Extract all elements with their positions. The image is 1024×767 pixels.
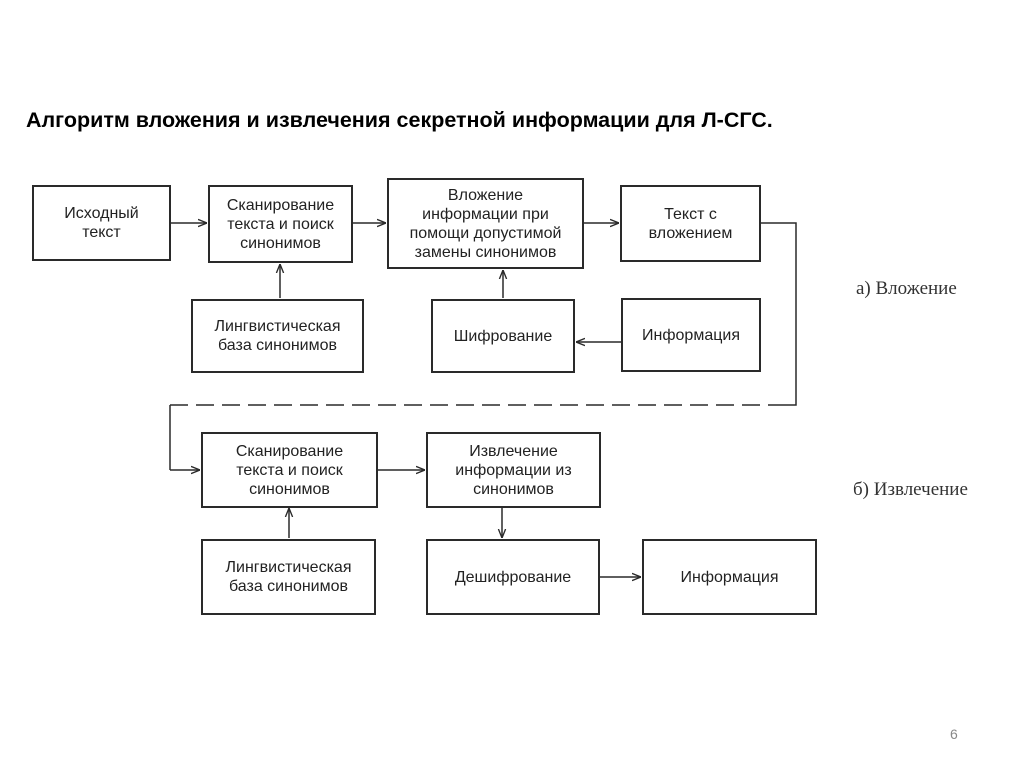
box-extract: Извлечение информации из синонимов [426, 432, 601, 508]
section-b-label: б) Извлечение [853, 479, 968, 500]
box-source-text: Исходный текст [32, 185, 171, 261]
box-ling-base-a: Лингвистическая база синонимов [191, 299, 364, 373]
box-scan-b: Сканирование текста и поиск синонимов [201, 432, 378, 508]
box-text-with-embed: Текст с вложением [620, 185, 761, 262]
page-title: Алгоритм вложения и извлечения секретной… [26, 108, 773, 132]
box-information-a: Информация [621, 298, 761, 372]
box-ling-base-b: Лингвистическая база синонимов [201, 539, 376, 615]
section-a-label: а) Вложение [856, 278, 957, 299]
box-embed: Вложение информации при помощи допустимо… [387, 178, 584, 269]
box-decryption: Дешифрование [426, 539, 600, 615]
box-scan-a: Сканирование текста и поиск синонимов [208, 185, 353, 263]
line-text-to-right [761, 222, 797, 406]
box-information-b: Информация [642, 539, 817, 615]
page-number: 6 [950, 726, 958, 742]
box-encryption: Шифрование [431, 299, 575, 373]
